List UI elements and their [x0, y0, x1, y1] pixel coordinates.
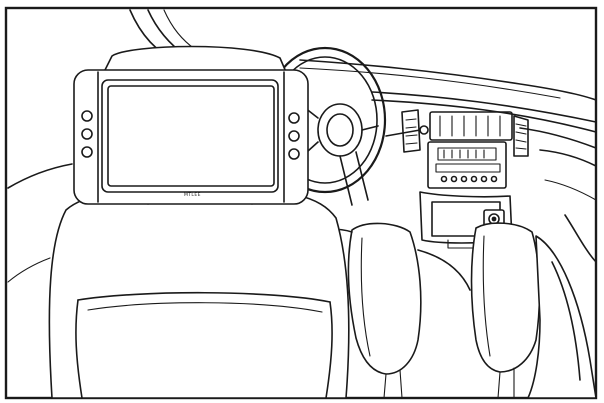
right-button-middle[interactable]: [288, 130, 300, 142]
rear-seat-headrest-back: [48, 187, 350, 399]
left-button-bottom[interactable]: [81, 146, 93, 158]
front-passenger-seat: [470, 222, 597, 399]
left-button-middle[interactable]: [81, 128, 93, 140]
left-button-top[interactable]: [81, 110, 93, 122]
right-button-bottom[interactable]: [288, 148, 300, 160]
headrest-dvd-monitor: MTLEE: [73, 69, 309, 205]
monitor-brand-logo: MTLEE: [184, 192, 201, 198]
monitor-screen: [107, 85, 275, 187]
headrest: [103, 45, 287, 73]
driver-seat: [299, 222, 471, 399]
right-button-top[interactable]: [288, 112, 300, 124]
